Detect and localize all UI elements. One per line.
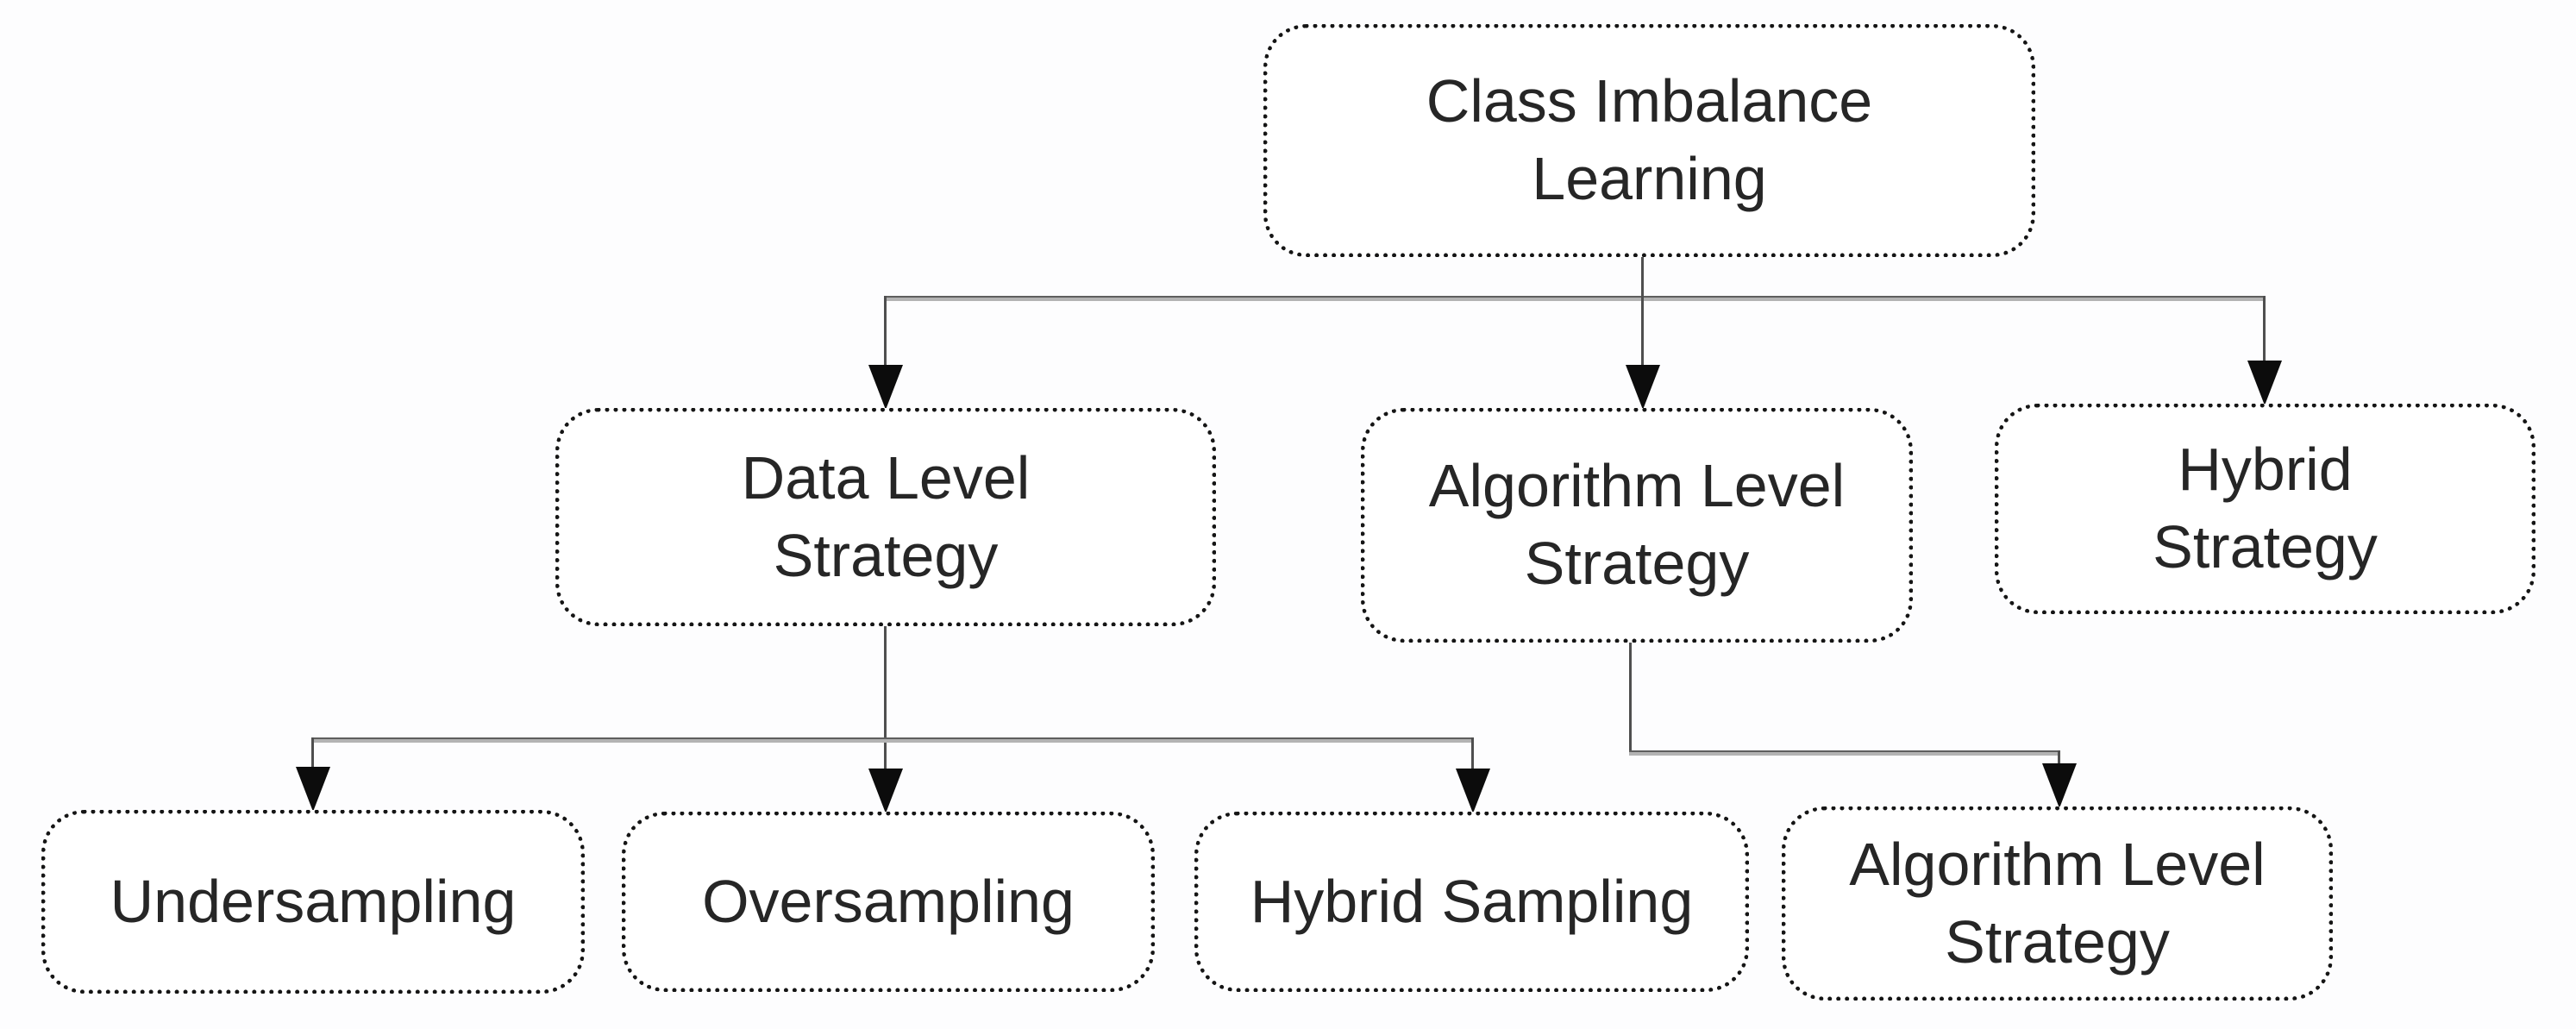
- connector-drop-algorithm-child: [2058, 750, 2060, 766]
- node-class-imbalance-learning: Class Imbalance Learning: [1263, 24, 2035, 257]
- arrowhead-algorithm-child: [2042, 763, 2077, 808]
- connector-data-level-stem: [884, 624, 887, 771]
- node-label-hybrid-strategy: Hybrid Strategy: [2153, 436, 2378, 580]
- node-data-level-strategy: Data Level Strategy: [555, 408, 1216, 626]
- node-undersampling: Undersampling: [41, 810, 585, 994]
- connector-algorithm-elbow: [1629, 750, 2059, 756]
- node-hybrid-sampling: Hybrid Sampling: [1194, 812, 1749, 992]
- connector-data-level-bus: [311, 737, 1473, 743]
- arrowhead-oversampling: [868, 769, 903, 813]
- node-label-oversampling: Oversampling: [702, 867, 1075, 935]
- connector-root-bus: [884, 296, 2265, 301]
- node-algorithm-level-strategy: Algorithm Level Strategy: [1361, 408, 1913, 643]
- node-oversampling: Oversampling: [622, 812, 1155, 992]
- node-label-algorithm-level-strategy-child: Algorithm Level Strategy: [1849, 830, 2266, 976]
- connector-algorithm-stem: [1629, 641, 1632, 753]
- arrowhead-undersampling: [296, 767, 330, 812]
- node-label-hybrid-sampling: Hybrid Sampling: [1250, 867, 1694, 935]
- node-label-algorithm-level-strategy: Algorithm Level Strategy: [1428, 452, 1846, 597]
- arrowhead-algorithm-level: [1626, 365, 1660, 410]
- arrowhead-hybrid-sampling: [1456, 769, 1490, 813]
- node-label-class-imbalance-learning: Class Imbalance Learning: [1426, 67, 1873, 212]
- connector-drop-hybrid-sampling: [1471, 737, 1474, 770]
- connector-drop-undersampling: [311, 737, 314, 770]
- arrowhead-hybrid: [2247, 361, 2282, 405]
- connector-drop-data-level: [884, 296, 887, 372]
- node-algorithm-level-strategy-child: Algorithm Level Strategy: [1782, 806, 2333, 1001]
- connector-drop-hybrid: [2263, 296, 2266, 367]
- arrowhead-data-level: [868, 365, 903, 410]
- connector-root-stem: [1641, 255, 1644, 298]
- node-hybrid-strategy: Hybrid Strategy: [1995, 404, 2535, 614]
- connector-drop-algorithm-level: [1641, 296, 1644, 372]
- node-label-undersampling: Undersampling: [110, 867, 517, 935]
- node-label-data-level-strategy: Data Level Strategy: [741, 443, 1031, 589]
